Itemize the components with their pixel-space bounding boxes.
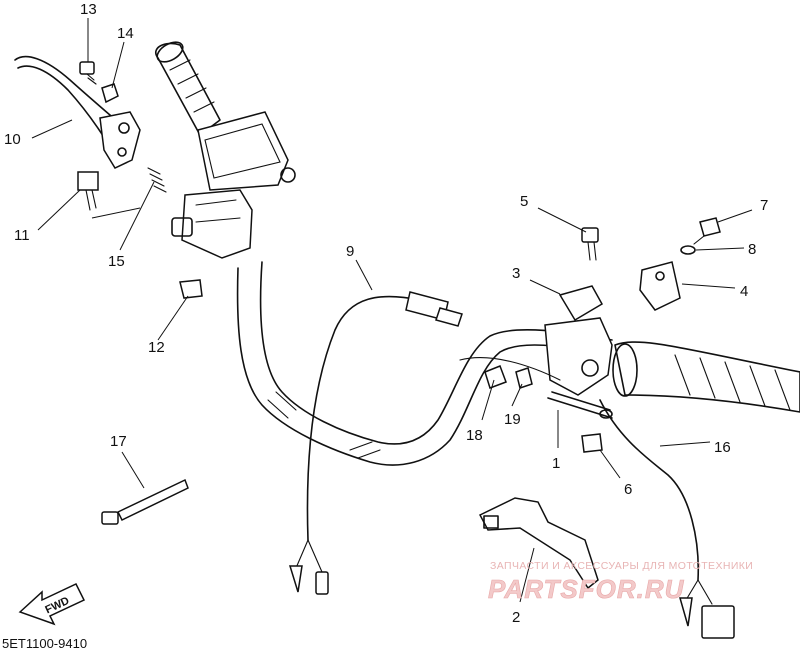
bolt-part-13	[79, 61, 97, 85]
watermark: ЗАПЧАСТИ И АКСЕССУАРЫ ДЛЯ МОТОТЕХНИКИ PA…	[488, 560, 753, 604]
callout-9: 9	[346, 243, 354, 260]
throttle-housing	[544, 285, 613, 396]
leader-lines	[31, 18, 753, 603]
callout-15: 15	[108, 253, 125, 270]
cable-part-16	[599, 399, 735, 639]
left-master-housing	[171, 111, 296, 259]
callout-16: 16	[714, 439, 731, 456]
callout-17: 17	[110, 433, 127, 450]
handlebar	[236, 261, 613, 466]
callout-18: 18	[466, 427, 483, 444]
clip-part-18	[484, 365, 507, 389]
callout-6: 6	[624, 481, 632, 498]
callout-10: 10	[4, 131, 21, 148]
clip-part-19	[515, 367, 533, 389]
washer-part-8	[680, 245, 696, 255]
cable-tie-part-17	[101, 478, 189, 525]
screw-part-7	[693, 217, 721, 245]
forward-arrow: FWD	[18, 583, 86, 626]
clamp-part-4	[639, 261, 681, 311]
callout-8: 8	[748, 241, 756, 258]
callout-4: 4	[740, 283, 748, 300]
callout-14: 14	[117, 25, 134, 42]
callout-5: 5	[520, 193, 528, 210]
callout-11: 11	[14, 227, 30, 244]
left-grip	[155, 41, 221, 136]
watermark-logo: PARTSFOR.RU	[488, 574, 685, 604]
right-grip	[612, 341, 800, 413]
cable-part-9	[288, 291, 463, 595]
lever-part-2	[478, 497, 599, 590]
callout-3: 3	[512, 265, 520, 282]
callout-labels: 13 14 10 11 15 12 9 3 5 7 8 4 18 19 1 6 …	[4, 1, 768, 626]
lever-part-10	[14, 55, 141, 169]
spring-part-15	[147, 167, 167, 193]
diagram-code: 5ET1100-9410	[2, 636, 87, 651]
callout-1: 1	[552, 455, 560, 472]
callout-12: 12	[148, 339, 165, 356]
nut-part-14	[101, 83, 119, 104]
screw-part-5	[581, 227, 599, 261]
callout-13: 13	[80, 1, 97, 18]
bolt-part-11	[77, 171, 99, 211]
callout-7: 7	[760, 197, 768, 214]
callout-2: 2	[512, 609, 520, 626]
nut-part-12	[179, 279, 203, 299]
watermark-tagline: ЗАПЧАСТИ И АКСЕССУАРЫ ДЛЯ МОТОТЕХНИКИ	[490, 560, 753, 572]
nut-part-6	[581, 433, 603, 453]
callout-19: 19	[504, 411, 521, 428]
